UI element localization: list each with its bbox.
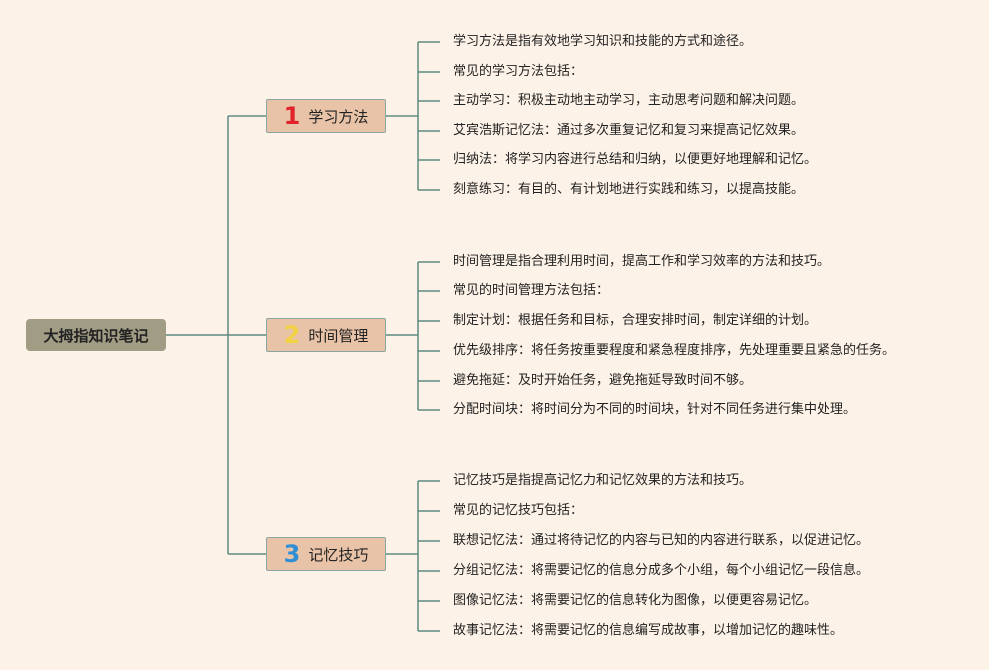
leaf-item: 避免拖延：及时开始任务，避免拖延导致时间不够。: [453, 373, 753, 388]
branch-node-memory-techniques[interactable]: 3 记忆技巧: [266, 537, 386, 571]
number-three-icon: 3: [283, 540, 301, 568]
branch-label: 学习方法: [308, 107, 369, 126]
leaf-item: 制定计划：根据任务和目标，合理安排时间，制定详细的计划。: [453, 313, 818, 328]
branch-node-time-management[interactable]: 2 时间管理: [266, 318, 386, 352]
leaf-item: 常见的学习方法包括：: [453, 64, 584, 79]
root-node[interactable]: 大拇指知识笔记: [26, 319, 166, 351]
branch-label: 记忆技巧: [308, 545, 369, 564]
leaf-item: 学习方法是指有效地学习知识和技能的方式和途径。: [453, 34, 753, 49]
leaf-item: 分配时间块：将时间分为不同的时间块，针对不同任务进行集中处理。: [453, 402, 857, 417]
leaf-item: 刻意练习：有目的、有计划地进行实践和练习，以提高技能。: [453, 182, 805, 197]
leaf-item: 分组记忆法：将需要记忆的信息分成多个小组，每个小组记忆一段信息。: [453, 563, 870, 578]
leaf-item: 优先级排序：将任务按重要程度和紧急程度排序，先处理重要且紧急的任务。: [453, 343, 896, 358]
leaf-item: 时间管理是指合理利用时间，提高工作和学习效率的方法和技巧。: [453, 254, 831, 269]
leaf-item: 故事记忆法：将需要记忆的信息编写成故事，以增加记忆的趣味性。: [453, 623, 844, 638]
number-two-icon: 2: [283, 321, 301, 349]
leaf-item: 常见的记忆技巧包括：: [453, 503, 584, 518]
leaf-item: 常见的时间管理方法包括：: [453, 283, 610, 298]
branch-label: 时间管理: [308, 326, 369, 345]
number-one-icon: 1: [283, 102, 301, 130]
leaf-item: 联想记忆法：通过将待记忆的内容与已知的内容进行联系，以促进记忆。: [453, 533, 870, 548]
leaf-item: 艾宾浩斯记忆法：通过多次重复记忆和复习来提高记忆效果。: [453, 123, 805, 138]
leaf-item: 归纳法：将学习内容进行总结和归纳，以便更好地理解和记忆。: [453, 152, 818, 167]
leaf-item: 记忆技巧是指提高记忆力和记忆效果的方法和技巧。: [453, 473, 753, 488]
leaf-item: 图像记忆法：将需要记忆的信息转化为图像，以便更容易记忆。: [453, 593, 818, 608]
branch-node-learning-methods[interactable]: 1 学习方法: [266, 99, 386, 133]
root-label: 大拇指知识笔记: [43, 326, 149, 345]
leaf-item: 主动学习：积极主动地主动学习，主动思考问题和解决问题。: [453, 93, 805, 108]
